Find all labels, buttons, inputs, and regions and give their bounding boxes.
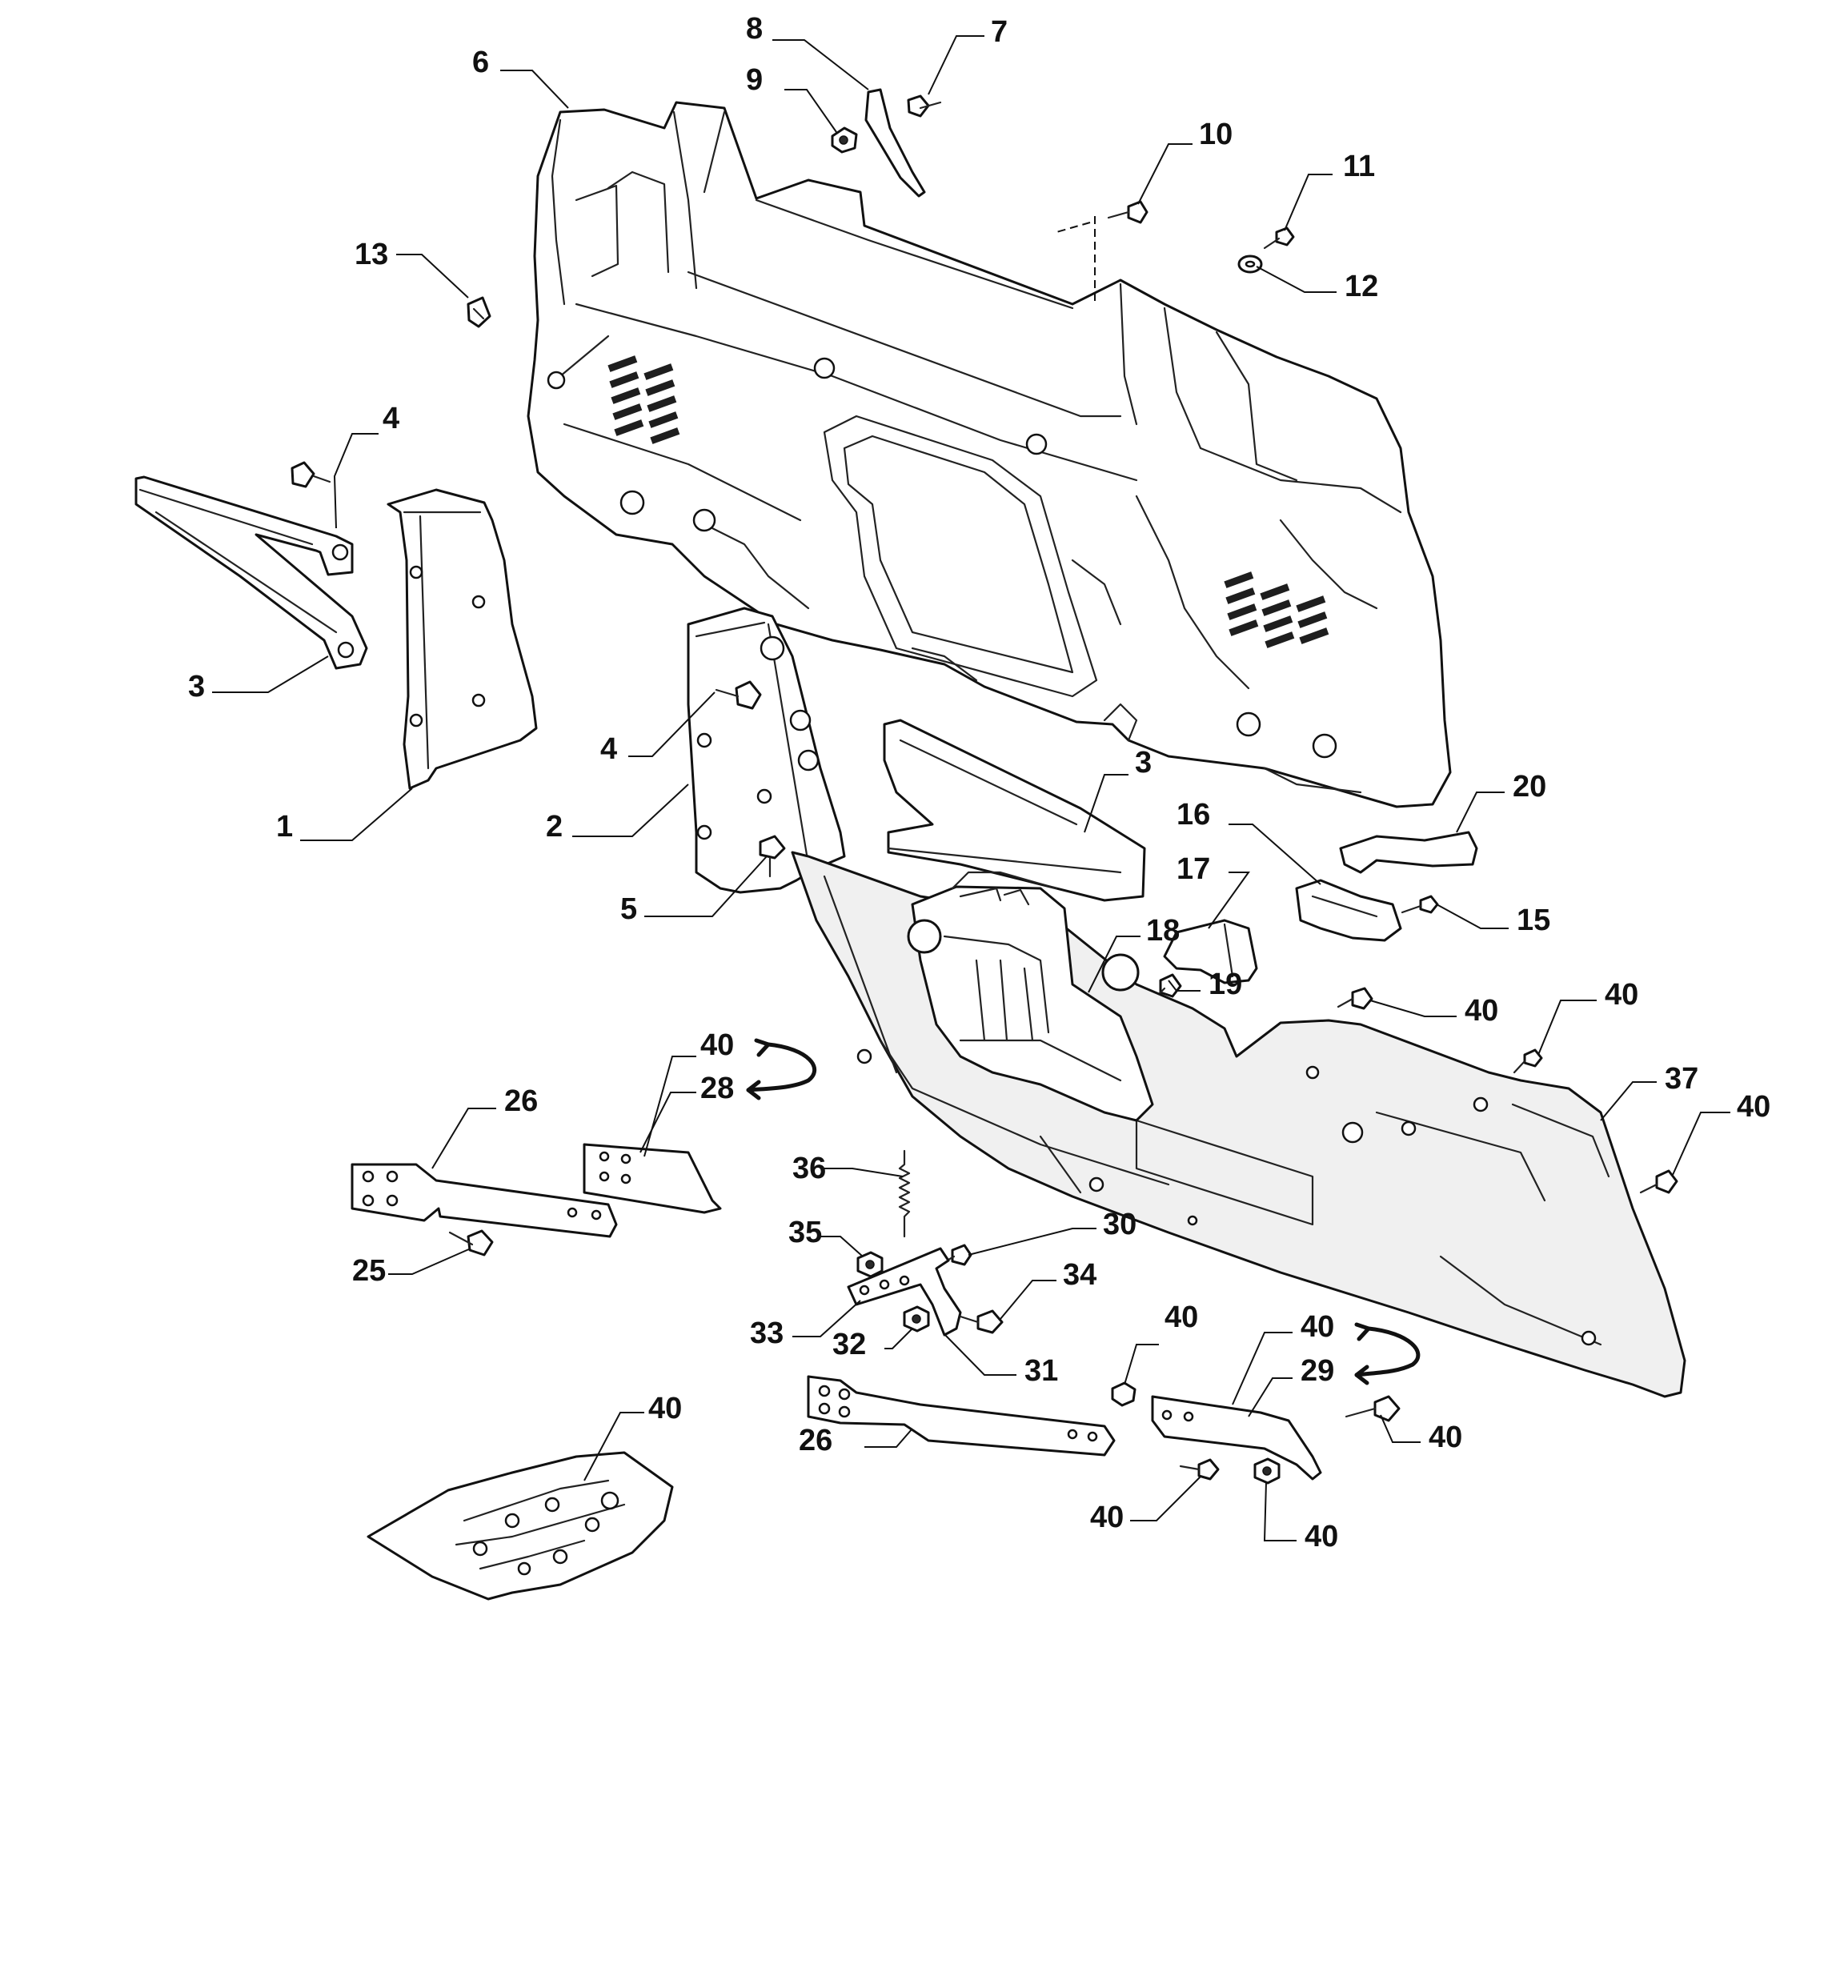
callout-40-h: 40 <box>1090 1501 1124 1534</box>
callout-3-left: 3 <box>188 670 205 703</box>
callout-40-e: 40 <box>1165 1301 1198 1334</box>
bolt-4-left-part <box>291 461 331 488</box>
callout-40-d: 40 <box>700 1028 734 1062</box>
callout-7: 7 <box>991 15 1008 49</box>
callout-34: 34 <box>1063 1258 1096 1292</box>
rotate-arrow-bottom <box>1354 1322 1421 1385</box>
callout-5: 5 <box>620 892 637 926</box>
callout-4-center: 4 <box>600 732 617 766</box>
callout-1: 1 <box>276 810 293 844</box>
callout-28: 28 <box>700 1072 734 1105</box>
callout-26-right: 26 <box>799 1424 832 1457</box>
callout-31: 31 <box>1024 1354 1058 1388</box>
washer-12-part <box>1237 255 1263 274</box>
callout-40-i: 40 <box>1305 1520 1338 1553</box>
latch-mechanism-18-part <box>907 871 1154 1122</box>
callout-32: 32 <box>832 1328 866 1361</box>
bracket-3-right-part <box>883 719 1146 902</box>
nut-40e-part <box>1111 1381 1136 1407</box>
callout-18: 18 <box>1146 914 1180 948</box>
bolt-40h-part <box>1179 1458 1220 1481</box>
bolt-5-part <box>759 835 786 878</box>
bracket-26-left-part <box>351 1163 618 1238</box>
callout-20: 20 <box>1513 770 1546 804</box>
rotate-arrow-top <box>746 1038 817 1100</box>
callout-15: 15 <box>1517 904 1550 937</box>
callout-8: 8 <box>746 12 763 46</box>
callout-9: 9 <box>746 63 763 97</box>
callout-10: 10 <box>1199 118 1233 151</box>
bolt-40g-part <box>1345 1395 1401 1422</box>
callout-12: 12 <box>1345 270 1378 303</box>
callout-17: 17 <box>1177 852 1210 886</box>
callout-30: 30 <box>1103 1208 1136 1241</box>
left-vent-slots <box>607 355 680 444</box>
lever-33-31-part <box>847 1247 962 1337</box>
bolt-25-part <box>448 1229 494 1257</box>
callout-40-c: 40 <box>1737 1090 1770 1124</box>
screw-15-part <box>1401 895 1439 914</box>
rear-housing-part <box>527 101 1452 808</box>
callout-4-left: 4 <box>383 402 399 435</box>
clip-13-part <box>467 296 491 328</box>
bracket-29-part <box>1151 1395 1322 1481</box>
bolt-11-part <box>1263 226 1295 250</box>
callout-29: 29 <box>1301 1354 1334 1388</box>
bracket-8-part <box>864 88 926 198</box>
callout-25: 25 <box>352 1254 386 1288</box>
callout-11: 11 <box>1343 150 1375 183</box>
bolt-40a-part <box>1337 987 1373 1010</box>
bolt-40c-part <box>1639 1169 1678 1194</box>
callout-19: 19 <box>1209 968 1242 1001</box>
bolt-30-part <box>941 1244 972 1266</box>
leader-lines <box>212 35 1730 1541</box>
bolt-4-center-part <box>715 680 762 710</box>
callout-13: 13 <box>355 238 388 271</box>
side-panel-1-part <box>387 488 538 790</box>
nut-35-part <box>856 1251 884 1278</box>
callout-40-g: 40 <box>1429 1421 1462 1454</box>
callout-16: 16 <box>1177 798 1210 832</box>
callout-33: 33 <box>750 1317 784 1350</box>
bracket-28-part <box>583 1143 722 1214</box>
bracket-3-left-part <box>134 475 368 670</box>
hardware-bag-part <box>367 1451 674 1601</box>
callout-40-a: 40 <box>1465 994 1498 1028</box>
callout-36: 36 <box>792 1152 826 1185</box>
callout-40-j: 40 <box>648 1392 682 1425</box>
bolt-7-part <box>907 94 942 118</box>
callout-37: 37 <box>1665 1062 1698 1096</box>
bracket-26-right-part <box>807 1375 1116 1457</box>
right-vent-slots <box>1224 571 1329 648</box>
callout-2: 2 <box>546 810 563 844</box>
callout-40-b: 40 <box>1605 978 1638 1012</box>
callout-3-right: 3 <box>1135 746 1152 780</box>
spring-36-part <box>898 1149 911 1238</box>
latch-16-part <box>1295 879 1402 942</box>
bolt-40b-part <box>1513 1048 1543 1074</box>
nut-32-part <box>903 1305 930 1333</box>
nut-9-part <box>831 126 858 154</box>
callout-35: 35 <box>788 1216 822 1249</box>
bracket-20-part <box>1339 831 1478 874</box>
callout-40-f: 40 <box>1301 1310 1334 1344</box>
callout-labels: 8 7 6 9 10 11 12 13 4 3 1 4 2 5 3 20 16 … <box>188 12 1770 1553</box>
hinge-17-part <box>1163 919 1258 984</box>
nut-40i-part <box>1253 1457 1281 1485</box>
callout-6: 6 <box>472 46 489 79</box>
callout-26-left: 26 <box>504 1084 538 1118</box>
bolt-34-part <box>959 1309 1004 1334</box>
